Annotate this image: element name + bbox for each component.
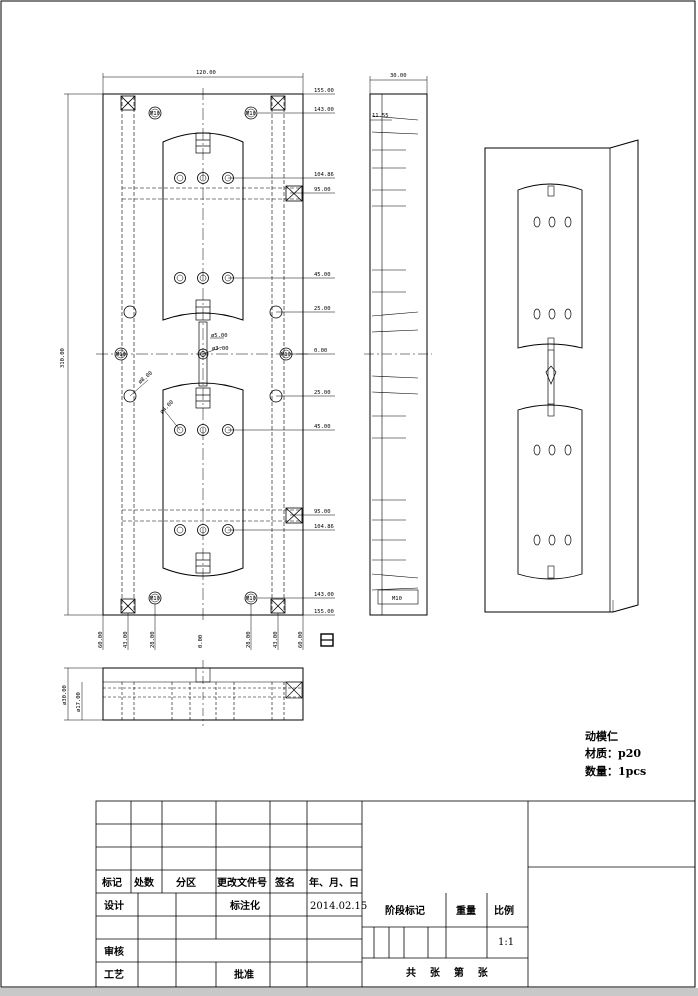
m10-label-ml: M10 [116,352,126,358]
height-dim: 310.00 [60,348,66,368]
m10-label-tr: M10 [246,111,256,117]
dim-143-top: 143.00 [314,107,334,113]
dim-95-bot: 95.00 [314,509,331,515]
dim-x-0: 0.00 [198,635,204,648]
dim-d4: ø4.00 [159,399,175,415]
dim-104-top: 104.86 [314,172,334,178]
front-view [64,73,335,650]
dim-d8: ø8.00 [137,370,154,385]
tb-zone: 分区 [176,876,196,889]
dim-x-60-left: 60.00 [98,631,104,648]
side-width-dim: 30.00 [390,73,407,79]
side-m10-label: M10 [392,596,402,602]
part-quantity: 数量：1pcs [585,764,646,778]
tb-doc-no: 更改文件号 [217,876,267,889]
dim-45-bot: 45.00 [314,424,331,430]
dim-155-top: 155.00 [314,88,334,94]
m10-label-br: M10 [246,596,256,602]
width-dim: 120.00 [196,70,216,76]
dim-104-bot: 104.86 [314,524,334,530]
part-material: 材质：p20 [585,746,641,760]
title-block-text: 标记 处数 分区 更改文件号 签名 年、月、日 设计 标注化 2014.02.1… [101,876,514,981]
bottom-view [64,660,304,726]
tb-date: 2014.02.15 [310,901,367,912]
tb-weight: 重量 [456,904,476,917]
dim-x-43-right: 43.00 [273,631,279,648]
bottom-dim-17: ø17.00 [76,692,82,712]
dim-155-bot: 155.00 [314,609,334,615]
tb-standardize: 标注化 [229,899,260,912]
dim-45-top: 45.00 [314,272,331,278]
dim-0: 0.00 [314,348,327,354]
dim-x-28-left: 28.00 [150,631,156,648]
dim-95-top: 95.00 [314,187,331,193]
tb-marker: 标记 [101,876,122,889]
bottom-dim-30: ø30.00 [62,685,68,705]
part-name: 动模仁 [585,729,618,743]
dim-x-43-left: 43.00 [123,631,129,648]
tb-review: 审核 [104,945,124,958]
dim-d3: ø3.00 [212,346,229,352]
tb-scale: 比例 [494,904,514,917]
m10-label-bl: M10 [150,596,160,602]
iso-view [484,139,639,613]
dim-x-60-right: 60.00 [298,631,304,648]
tb-signature: 签名 [274,876,295,889]
dim-d5: ø5.00 [211,333,228,339]
dim-25-bot: 25.00 [314,390,331,396]
tb-sheets: 共 张 第 张 [406,966,489,979]
dim-25-top: 25.00 [314,306,331,312]
front-view-dims: 120.00 310.00 155.00 143.00 104.86 95.00… [60,70,334,648]
tb-scale-value: 1:1 [498,937,514,948]
m10-label-tl: M10 [150,111,160,117]
tb-approve: 批准 [234,968,254,981]
m10-label-mr: M10 [281,352,291,358]
bottom-bar [0,988,698,996]
tb-process: 工艺 [104,968,124,981]
dim-143-bot: 143.00 [314,592,334,598]
tb-date-header: 年、月、日 [309,876,359,889]
side-step-dim: 11.55 [372,113,389,119]
tb-count: 处数 [133,876,155,889]
side-view [364,76,432,616]
dim-x-28-right: 28.00 [246,631,252,648]
title-block [95,800,696,988]
tb-design: 设计 [104,899,124,912]
tb-stage: 阶段标记 [385,904,425,917]
